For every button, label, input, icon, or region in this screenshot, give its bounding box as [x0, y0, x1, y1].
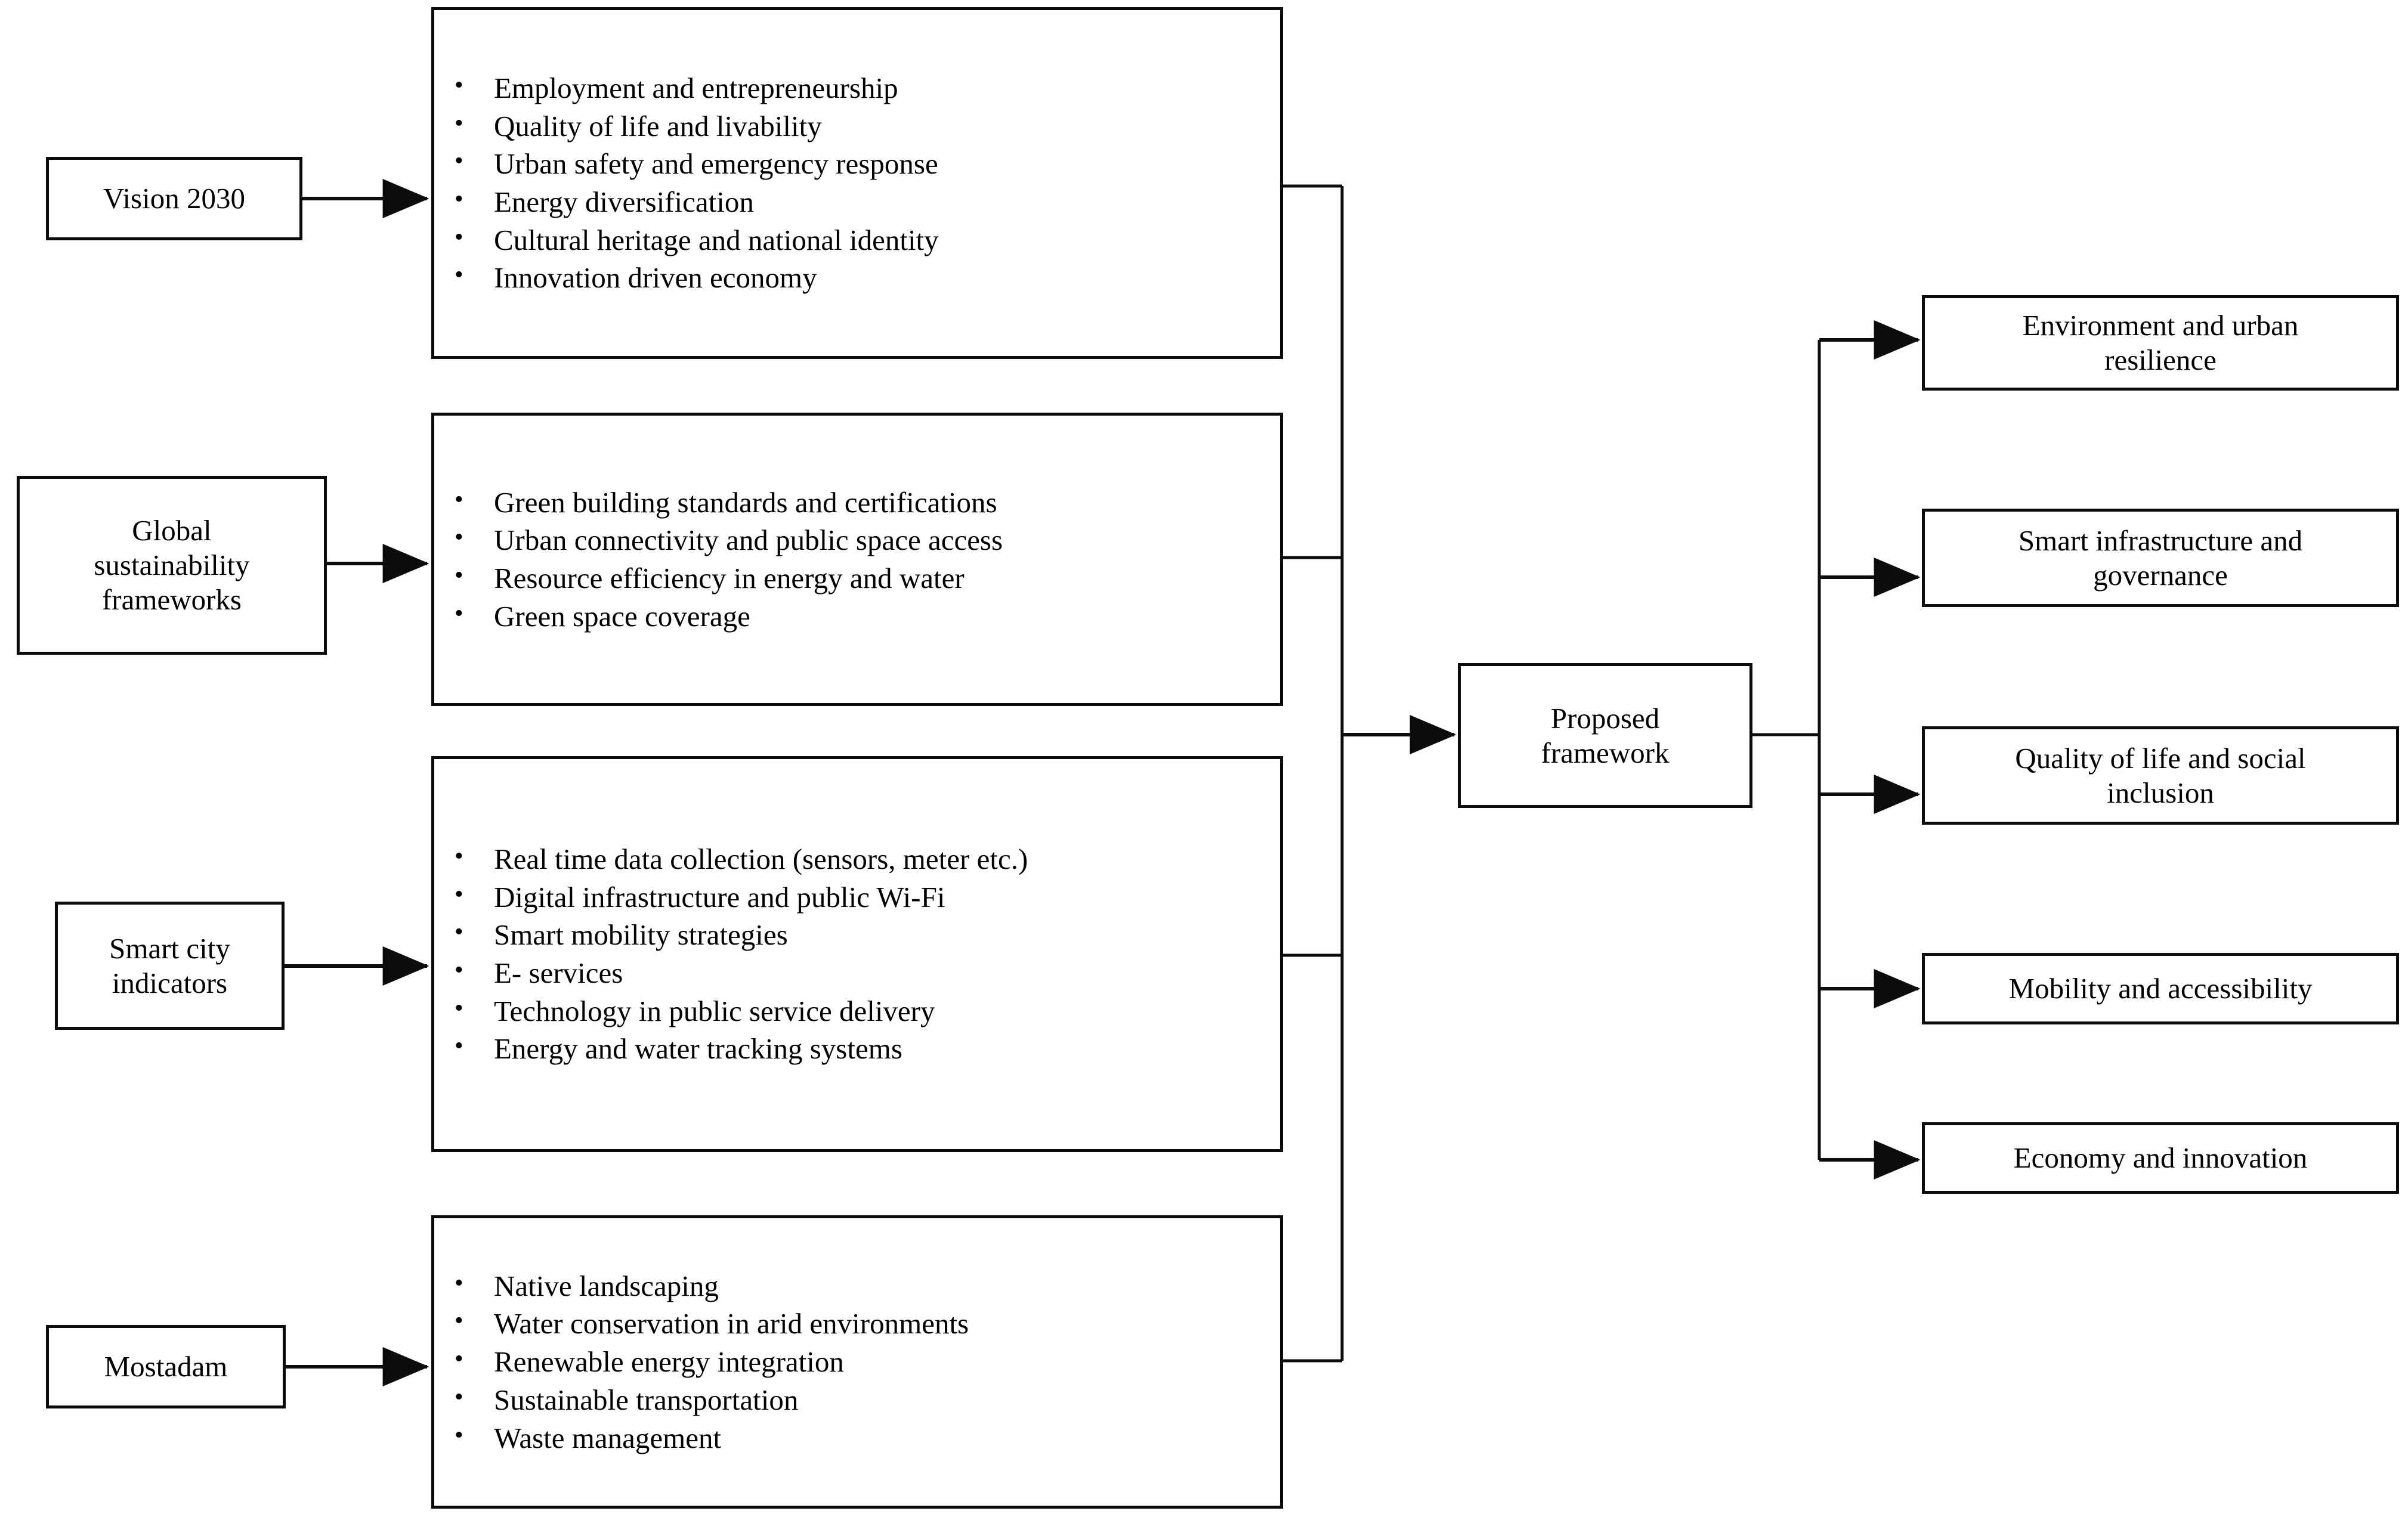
list-item-text: Urban safety and emergency response: [494, 147, 938, 181]
output-node-environment-and-urban-resilience[interactable]: Environment and urban resilience: [1922, 295, 2399, 391]
list-item-text: Waste management: [494, 1421, 722, 1454]
list-item-text: Employment and entrepreneurship: [494, 71, 898, 104]
list-item-text: Energy and water tracking systems: [494, 1032, 902, 1066]
list-item-text: Quality of life and livability: [494, 109, 822, 143]
output-node-smart-infrastructure-and-governance[interactable]: Smart infrastructure and governance: [1922, 509, 2399, 607]
list-item-text: Water conservation in arid environments: [494, 1307, 969, 1340]
bullet-icon: •: [455, 1345, 463, 1373]
list-item-text: E- services: [494, 956, 623, 989]
output-label-smart-infrastructure-and-governance: Smart infrastructure and governance: [2018, 524, 2303, 592]
list-item: • Water conservation in arid environment…: [455, 1305, 1266, 1343]
bullet-icon: •: [455, 599, 463, 627]
output-node-mobility-and-accessibility[interactable]: Mobility and accessibility: [1922, 953, 2399, 1024]
source-label-vision-2030: Vision 2030: [103, 182, 245, 215]
bullet-icon: •: [455, 485, 463, 513]
list-item: • Green building standards and certifica…: [455, 484, 1266, 522]
source-label-smart-city-indicators: Smart city indicators: [109, 931, 230, 999]
source-node-global-sustainability-frameworks[interactable]: Global sustainability frameworks: [17, 476, 327, 655]
hub-node-proposed-framework[interactable]: Proposed framework: [1458, 663, 1752, 808]
bullet-icon: •: [455, 1032, 463, 1060]
source-node-smart-city-indicators[interactable]: Smart city indicators: [55, 902, 285, 1030]
list-item-text: Resource efficiency in energy and water: [494, 562, 965, 595]
hub-label-proposed-framework: Proposed framework: [1541, 701, 1670, 769]
list-item: • Quality of life and livability: [455, 107, 1266, 145]
output-label-quality-of-life-and-social-inclusion: Quality of life and social inclusion: [2015, 741, 2306, 809]
list-item-text: Green space coverage: [494, 599, 750, 633]
bullet-icon: •: [455, 1421, 463, 1449]
list-item: • Waste management: [455, 1419, 1266, 1457]
output-label-economy-and-innovation: Economy and innovation: [2013, 1141, 2308, 1175]
output-label-environment-and-urban-resilience: Environment and urban resilience: [2022, 309, 2299, 376]
list-box-mostadam-items: • Native landscaping • Water conservatio…: [431, 1215, 1283, 1509]
list-item-text: Sustainable transportation: [494, 1383, 799, 1416]
list-item: • Innovation driven economy: [455, 259, 1266, 297]
bullet-icon: •: [455, 185, 463, 213]
list-item: • Green space coverage: [455, 597, 1266, 636]
hub-fanout-bus: [1752, 340, 1821, 1160]
list-item-text: Smart mobility strategies: [494, 918, 788, 952]
list-merge-bus: [1282, 184, 1344, 1363]
list-item-text: Digital infrastructure and public Wi-Fi: [494, 880, 945, 914]
bullet-icon: •: [455, 562, 463, 589]
list-item-text: Cultural heritage and national identity: [494, 223, 939, 256]
bullet-icon: •: [455, 223, 463, 251]
list-item: • Employment and entrepreneurship: [455, 69, 1266, 107]
source-label-mostadam: Mostadam: [104, 1350, 228, 1383]
output-node-quality-of-life-and-social-inclusion[interactable]: Quality of life and social inclusion: [1922, 726, 2399, 825]
bullet-icon: •: [455, 1307, 463, 1335]
list-item: • Smart mobility strategies: [455, 916, 1266, 954]
list-item-text: Renewable energy integration: [494, 1345, 844, 1379]
list-item: • Energy diversification: [455, 183, 1266, 221]
list-item: • Urban connectivity and public space ac…: [455, 521, 1266, 559]
list-item: • Digital infrastructure and public Wi-F…: [455, 878, 1266, 917]
bullet-icon: •: [455, 109, 463, 137]
source-to-list-arrows: [282, 179, 429, 1386]
bullet-icon: •: [455, 918, 463, 946]
list-item: • Technology in public service delivery: [455, 992, 1266, 1030]
list-item: • Renewable energy integration: [455, 1343, 1266, 1381]
list-item: • Resource efficiency in energy and wate…: [455, 559, 1266, 597]
bullet-icon: •: [455, 994, 463, 1022]
list-item: • Real time data collection (sensors, me…: [455, 840, 1266, 878]
bullet-icon: •: [455, 524, 463, 552]
hub-to-output-arrows: [1819, 320, 1921, 1179]
list-item-text: Technology in public service delivery: [494, 994, 935, 1027]
list-item: • Urban safety and emergency response: [455, 145, 1266, 183]
list-item-text: Native landscaping: [494, 1269, 719, 1302]
list-item: • Sustainable transportation: [455, 1381, 1266, 1419]
source-node-mostadam[interactable]: Mostadam: [46, 1325, 286, 1408]
list-item-text: Real time data collection (sensors, mete…: [494, 842, 1028, 875]
bullet-icon: •: [455, 71, 463, 99]
list-item-text: Urban connectivity and public space acce…: [494, 524, 1003, 557]
output-node-economy-and-innovation[interactable]: Economy and innovation: [1922, 1122, 2399, 1194]
list-item-text: Green building standards and certificati…: [494, 485, 997, 519]
output-label-mobility-and-accessibility: Mobility and accessibility: [2008, 972, 2313, 1005]
bullet-icon: •: [455, 956, 463, 984]
list-item: • E- services: [455, 954, 1266, 992]
source-label-global-sustainability-frameworks: Global sustainability frameworks: [94, 514, 250, 616]
bullet-icon: •: [455, 147, 463, 175]
bullet-icon: •: [455, 1269, 463, 1297]
list-box-smart-city-items: • Real time data collection (sensors, me…: [431, 756, 1283, 1152]
bullet-icon: •: [455, 1383, 463, 1411]
list-item: • Native landscaping: [455, 1267, 1266, 1305]
bullet-icon: •: [455, 842, 463, 870]
list-item: • Energy and water tracking systems: [455, 1030, 1266, 1068]
bullet-icon: •: [455, 880, 463, 908]
list-box-global-sustainability-items: • Green building standards and certifica…: [431, 413, 1283, 706]
list-box-vision-2030-items: • Employment and entrepreneurship • Qual…: [431, 7, 1283, 359]
list-item: • Cultural heritage and national identit…: [455, 221, 1266, 259]
list-item-text: Innovation driven economy: [494, 261, 817, 295]
list-item-text: Energy diversification: [494, 185, 754, 218]
bullet-icon: •: [455, 261, 463, 289]
source-node-vision-2030[interactable]: Vision 2030: [46, 157, 302, 240]
